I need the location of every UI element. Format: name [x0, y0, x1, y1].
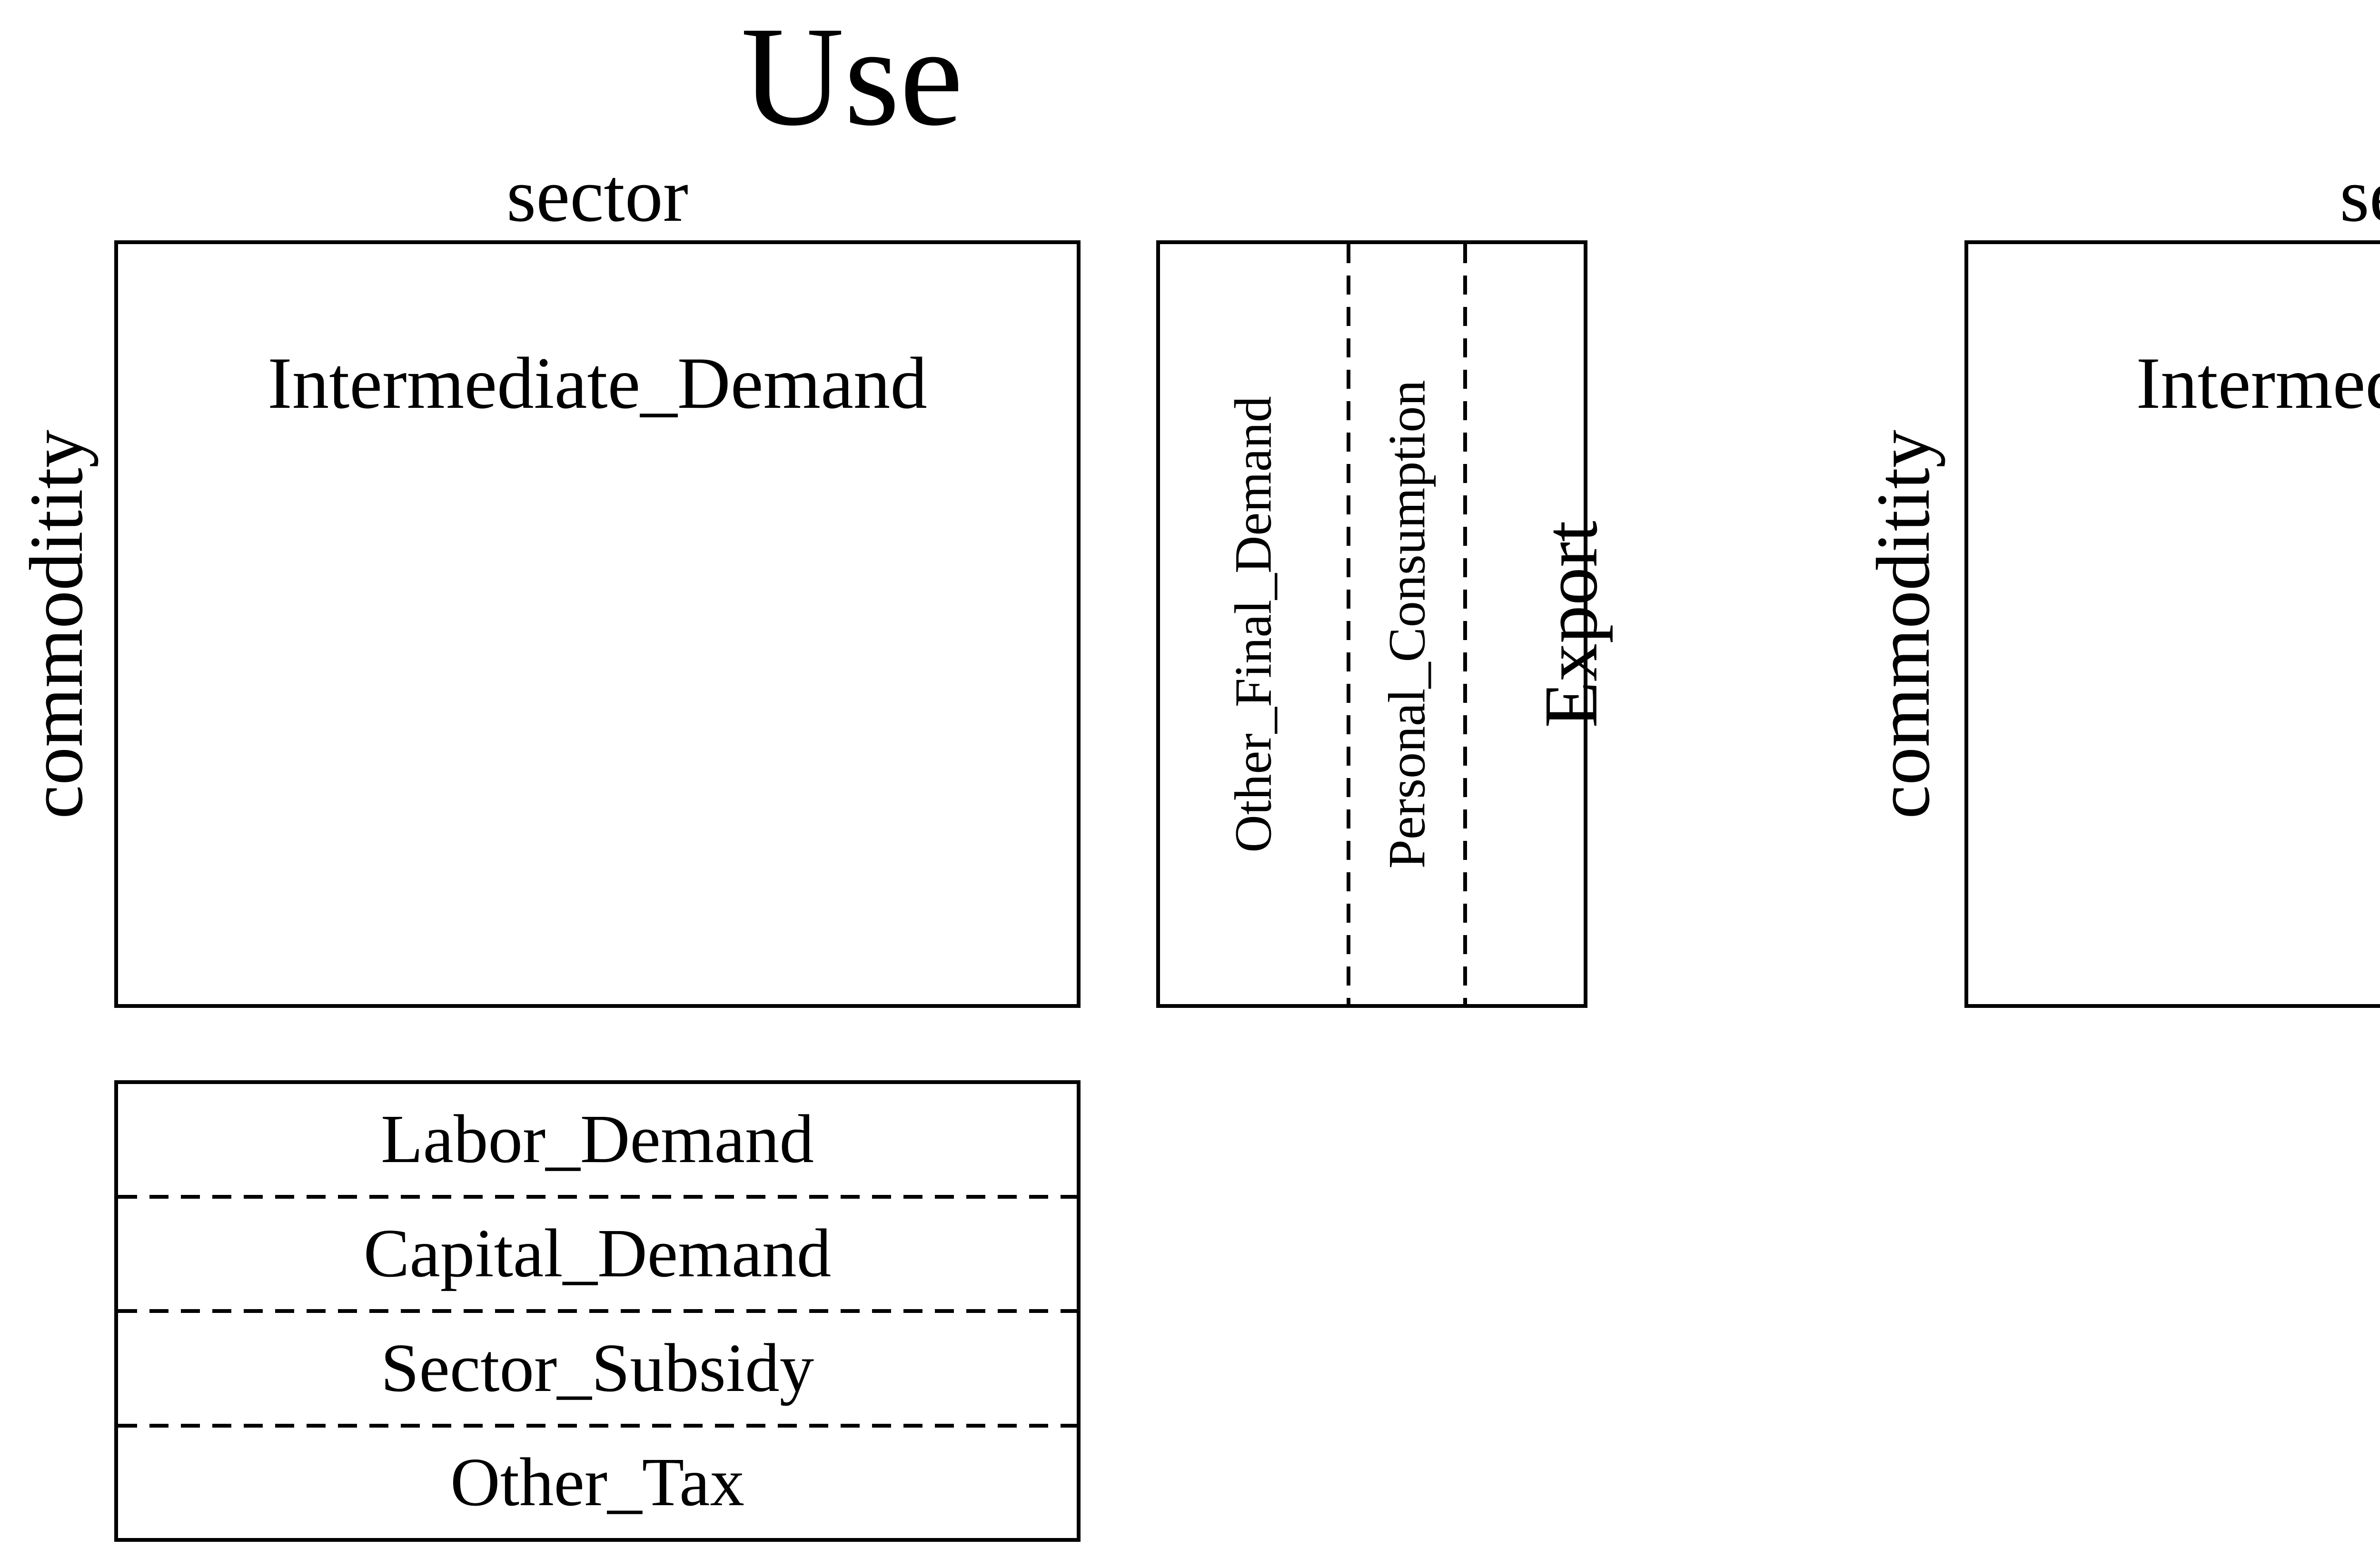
- other-final-demand-label: Other_Final_Demand: [1224, 395, 1283, 853]
- dashed-separator: [118, 1194, 1077, 1199]
- dashed-separator: [1463, 244, 1467, 1004]
- dashed-separator: [118, 1423, 1077, 1428]
- export-label: Export: [1528, 520, 1613, 728]
- row-labor-demand: Labor_Demand: [118, 1084, 1077, 1195]
- supply-column-axis-label: sectors: [2340, 153, 2380, 237]
- supply-title: Supply: [1923, 5, 2380, 148]
- supply-row-axis-label: commoditity: [1847, 240, 1959, 1008]
- use-value-added-box: Labor_Demand Capital_Demand Sector_Subsi…: [114, 1080, 1081, 1542]
- capital-demand-label: Capital_Demand: [363, 1215, 832, 1292]
- supply-row-axis-label-text: commoditity: [1860, 429, 1945, 819]
- intermediate-demand-label: Intermediate_Demand: [268, 342, 927, 424]
- labor-demand-label: Labor_Demand: [381, 1101, 814, 1177]
- column-other-final-demand: Other_Final_Demand: [1160, 244, 1347, 1004]
- dashed-separator: [118, 1309, 1077, 1313]
- use-column-axis-label: sector: [506, 153, 689, 237]
- sector-subsidy-label: Sector_Subsidy: [380, 1330, 814, 1406]
- use-intermediate-demand-box: Intermediate_Demand: [114, 240, 1081, 1008]
- use-final-demand-box: Other_Final_Demand Personal_Consumption …: [1156, 240, 1613, 1008]
- use-row-axis-label-text: commoditity: [13, 429, 99, 819]
- dashed-separator: [1347, 244, 1350, 1004]
- personal-consumption-label: Personal_Consumption: [1378, 380, 1436, 868]
- use-row-axis-label: commoditity: [0, 240, 112, 1008]
- row-other-tax: Other_Tax: [118, 1428, 1077, 1538]
- intermediate-supply-label: Intermediate_Supply: [2136, 342, 2380, 424]
- row-sector-subsidy: Sector_Subsidy: [118, 1313, 1077, 1424]
- other-tax-label: Other_Tax: [450, 1444, 744, 1521]
- supply-intermediate-supply-box: Intermediate_Supply: [1964, 240, 2380, 1008]
- column-personal-consumption: Personal_Consumption: [1350, 244, 1463, 1004]
- use-title: Use: [741, 0, 963, 155]
- column-export: Export: [1467, 244, 1674, 1004]
- row-capital-demand: Capital_Demand: [118, 1199, 1077, 1310]
